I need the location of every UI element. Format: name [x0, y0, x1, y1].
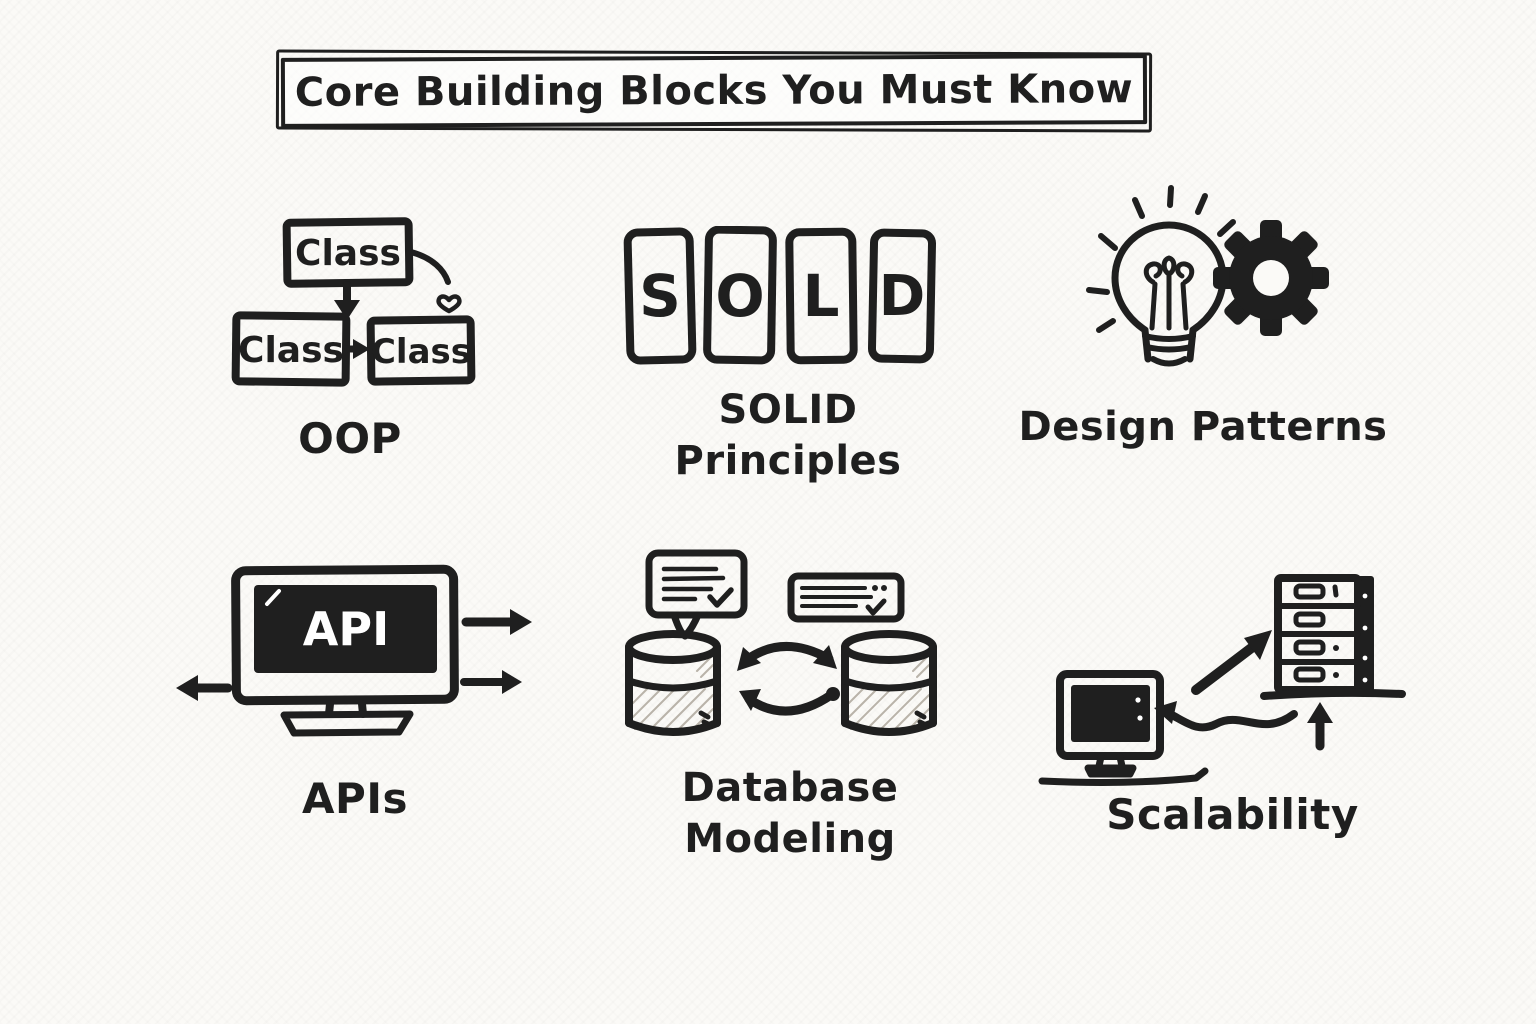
api-screen-text: API	[303, 602, 389, 656]
oop-label: OOP	[298, 414, 402, 463]
letter-card-d: D	[867, 228, 937, 364]
database-modeling-label: Database Modeling	[630, 763, 950, 865]
lightbulb-rays-icon	[1086, 185, 1236, 333]
letter-card-o: O	[703, 226, 777, 365]
lightbulb-gear-icon	[1086, 185, 1329, 367]
small-monitor-icon	[1038, 670, 1209, 786]
api-monitor-icon: API	[231, 564, 459, 737]
arrow-down-icon	[334, 281, 360, 320]
list-card-icon	[787, 572, 905, 623]
letter-card-l-label: L	[803, 262, 840, 330]
arrow-in-left-icon	[176, 675, 233, 701]
class-box-right-label: Class	[371, 332, 471, 372]
class-box-right: Class	[366, 315, 476, 386]
arrow-out-bottom-icon	[460, 670, 522, 694]
solid-label-line1: SOLID	[718, 387, 858, 433]
letter-cards-icon: S O L D	[623, 226, 937, 365]
server-rack-icon	[1260, 574, 1406, 700]
class-box-top: Class	[282, 217, 414, 288]
page-title: Core Building Blocks You Must Know	[294, 66, 1134, 116]
class-box-left-label: Class	[238, 330, 344, 371]
letter-card-l: L	[785, 227, 858, 365]
letter-card-s: S	[623, 227, 697, 365]
computer-to-server-icon	[1038, 574, 1406, 786]
monitor-arrows-icon: API	[176, 564, 532, 737]
title-box: Core Building Blocks You Must Know	[280, 54, 1148, 128]
letter-card-o-label: O	[715, 262, 764, 330]
database-modeling-label-line2: Modeling	[684, 816, 896, 863]
apis-label: APIs	[302, 774, 408, 823]
check-icon	[865, 598, 887, 616]
arrow-out-top-icon	[461, 609, 532, 635]
screen-shine-icon	[265, 589, 281, 606]
databases-sync-icon	[625, 549, 937, 736]
wavy-arrow-icon	[1154, 701, 1298, 732]
class-box-left: Class	[231, 311, 351, 387]
filament-icon	[1143, 255, 1195, 331]
arrow-right-icon	[344, 339, 370, 359]
gear-icon	[1213, 220, 1329, 336]
speech-bubble-icon	[645, 549, 748, 640]
design-patterns-label: Design Patterns	[1018, 404, 1388, 450]
database-modeling-label-line1: Database	[681, 765, 899, 811]
solid-label-line2: Principles	[674, 438, 902, 485]
check-icon	[707, 587, 734, 608]
solid-label: SOLID Principles	[613, 385, 963, 487]
database-cylinder-left-icon	[625, 630, 721, 736]
scalability-label: Scalability	[1106, 790, 1359, 839]
monitor-base-icon	[280, 710, 414, 737]
ground-line-left-icon	[1038, 767, 1209, 786]
class-box-top-label: Class	[295, 233, 401, 274]
database-cylinder-right-icon	[841, 630, 937, 736]
scale-up-arrow-icon	[1191, 630, 1272, 695]
lightbulb-icon	[1111, 221, 1227, 367]
ground-line-right-icon	[1260, 688, 1406, 700]
letter-card-s-label: S	[639, 262, 681, 330]
sync-arrows-icon	[737, 642, 840, 716]
class-diagram-icon: Class Class Class	[231, 217, 476, 387]
letter-card-d-label: D	[879, 264, 925, 329]
up-arrow-icon	[1307, 702, 1333, 751]
curved-arrow-icon	[408, 249, 462, 314]
